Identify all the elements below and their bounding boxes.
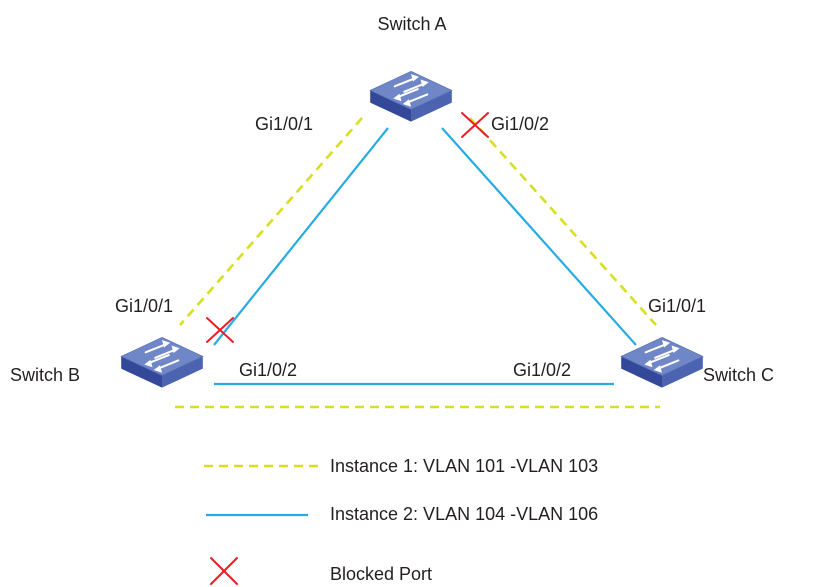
link-a-b-instance2 [213,127,389,346]
link-a-b-instance1 [179,117,363,326]
switch-b[interactable] [120,336,204,388]
network-switch-icon [120,336,204,388]
red-x-icon [210,557,238,585]
instance2-links [213,127,637,386]
switch-c-port-gi101: Gi1/0/1 [648,296,706,316]
link-a-c-instance2 [441,127,637,346]
blocked-port-b-gi101 [206,317,234,343]
link-a-c-instance1 [469,117,657,326]
network-switch-icon [369,70,453,122]
switch-b-port-gi102: Gi1/0/2 [239,360,297,380]
switch-b-name: Switch B [10,365,80,385]
switch-a[interactable] [369,70,453,122]
switch-a-port-gi102: Gi1/0/2 [491,114,549,134]
legend-instance2-label: Instance 2: VLAN 104 -VLAN 106 [330,504,598,524]
switch-a-port-gi101: Gi1/0/1 [255,114,313,134]
switch-a-name: Switch A [377,14,446,34]
blocked-port-a-gi102 [461,112,489,138]
switch-c-name: Switch C [703,365,774,385]
switch-c[interactable] [620,336,704,388]
legend: Instance 1: VLAN 101 -VLAN 103 Instance … [204,456,598,585]
network-switch-icon [620,336,704,388]
instance1-links [175,117,660,409]
legend-instance1-label: Instance 1: VLAN 101 -VLAN 103 [330,456,598,476]
switch-c-port-gi102: Gi1/0/2 [513,360,571,380]
switch-b-port-gi101: Gi1/0/1 [115,296,173,316]
legend-blocked-label: Blocked Port [330,564,432,584]
